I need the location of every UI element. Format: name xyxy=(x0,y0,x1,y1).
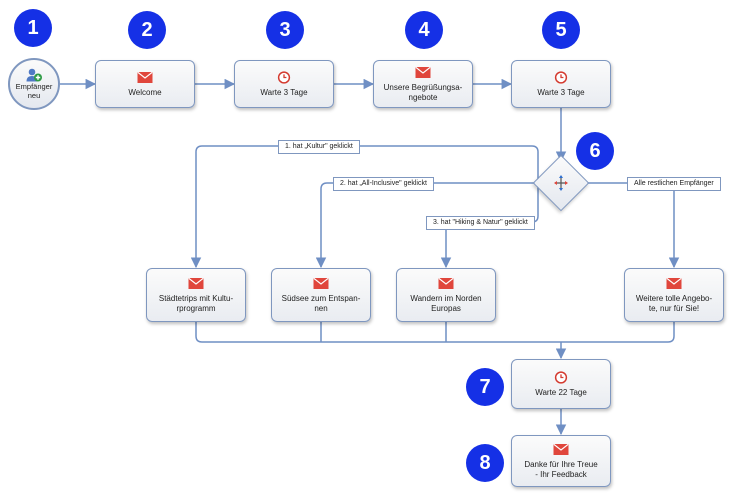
node-email-south-sea[interactable]: Südsee zum Entspan- nen xyxy=(271,268,371,322)
node-email-more-offers[interactable]: Weitere tolle Angebo- te, nur für Sie! xyxy=(624,268,724,322)
node-label: Danke für Ihre Treue - Ihr Feedback xyxy=(524,459,598,479)
mail-icon xyxy=(188,277,204,289)
clock-icon xyxy=(554,370,568,384)
condition-label-all-inclusive: 2. hat „All-Inclusive" geklickt xyxy=(333,177,434,191)
node-email-welcome-offers[interactable]: Unsere Begrüßungsa- ngebote xyxy=(373,60,473,108)
edge-branch-1 xyxy=(190,145,539,269)
mail-icon xyxy=(666,277,682,289)
start-event-label: Empfänger neu xyxy=(15,82,53,100)
mail-icon xyxy=(415,66,431,78)
edge-merge xyxy=(195,322,675,358)
node-wait-3-days-2[interactable]: Warte 3 Tage xyxy=(511,60,611,108)
step-badge-2: 2 xyxy=(128,11,166,49)
node-label: Unsere Begrüßungsa- ngebote xyxy=(383,82,463,102)
edge-branch-rest xyxy=(583,182,680,269)
node-label: Warte 3 Tage xyxy=(260,87,308,97)
node-email-welcome[interactable]: Welcome xyxy=(95,60,195,108)
node-label: Wandern im Norden Europas xyxy=(410,293,482,313)
mail-icon xyxy=(137,71,153,83)
mail-icon xyxy=(313,277,329,289)
node-label: Welcome xyxy=(128,87,162,97)
step-badge-7: 7 xyxy=(466,368,504,406)
node-label: Südsee zum Entspan- nen xyxy=(281,293,361,313)
condition-label-hiking: 3. hat "Hiking & Natur" geklickt xyxy=(426,216,535,230)
node-label: Weitere tolle Angebo- te, nur für Sie! xyxy=(635,293,713,313)
mail-icon xyxy=(553,443,569,455)
user-add-icon xyxy=(26,69,42,82)
node-wait-3-days[interactable]: Warte 3 Tage xyxy=(234,60,334,108)
step-badge-5: 5 xyxy=(542,11,580,49)
clock-icon xyxy=(277,70,291,84)
condition-label-rest: Alle restlichen Empfänger xyxy=(627,177,721,191)
start-event-new-recipient[interactable]: Empfänger neu xyxy=(8,58,60,110)
edge-branch-2 xyxy=(315,182,538,269)
step-badge-6: 6 xyxy=(576,132,614,170)
node-label: Städtetrips mit Kultu- rprogramm xyxy=(158,293,234,313)
step-badge-8: 8 xyxy=(466,444,504,482)
step-badge-3: 3 xyxy=(266,11,304,49)
node-email-thanks-feedback[interactable]: Danke für Ihre Treue - Ihr Feedback xyxy=(511,435,611,487)
node-label: Warte 3 Tage xyxy=(537,87,585,97)
step-badge-4: 4 xyxy=(405,11,443,49)
mail-icon xyxy=(438,277,454,289)
node-email-city-trips[interactable]: Städtetrips mit Kultu- rprogramm xyxy=(146,268,246,322)
node-wait-22-days[interactable]: Warte 22 Tage xyxy=(511,359,611,409)
node-email-hiking[interactable]: Wandern im Norden Europas xyxy=(396,268,496,322)
step-badge-1: 1 xyxy=(14,9,52,47)
node-label: Warte 22 Tage xyxy=(535,387,587,397)
condition-label-culture: 1. hat „Kultur" geklickt xyxy=(278,140,360,154)
split-icon xyxy=(554,175,568,191)
clock-icon xyxy=(554,70,568,84)
